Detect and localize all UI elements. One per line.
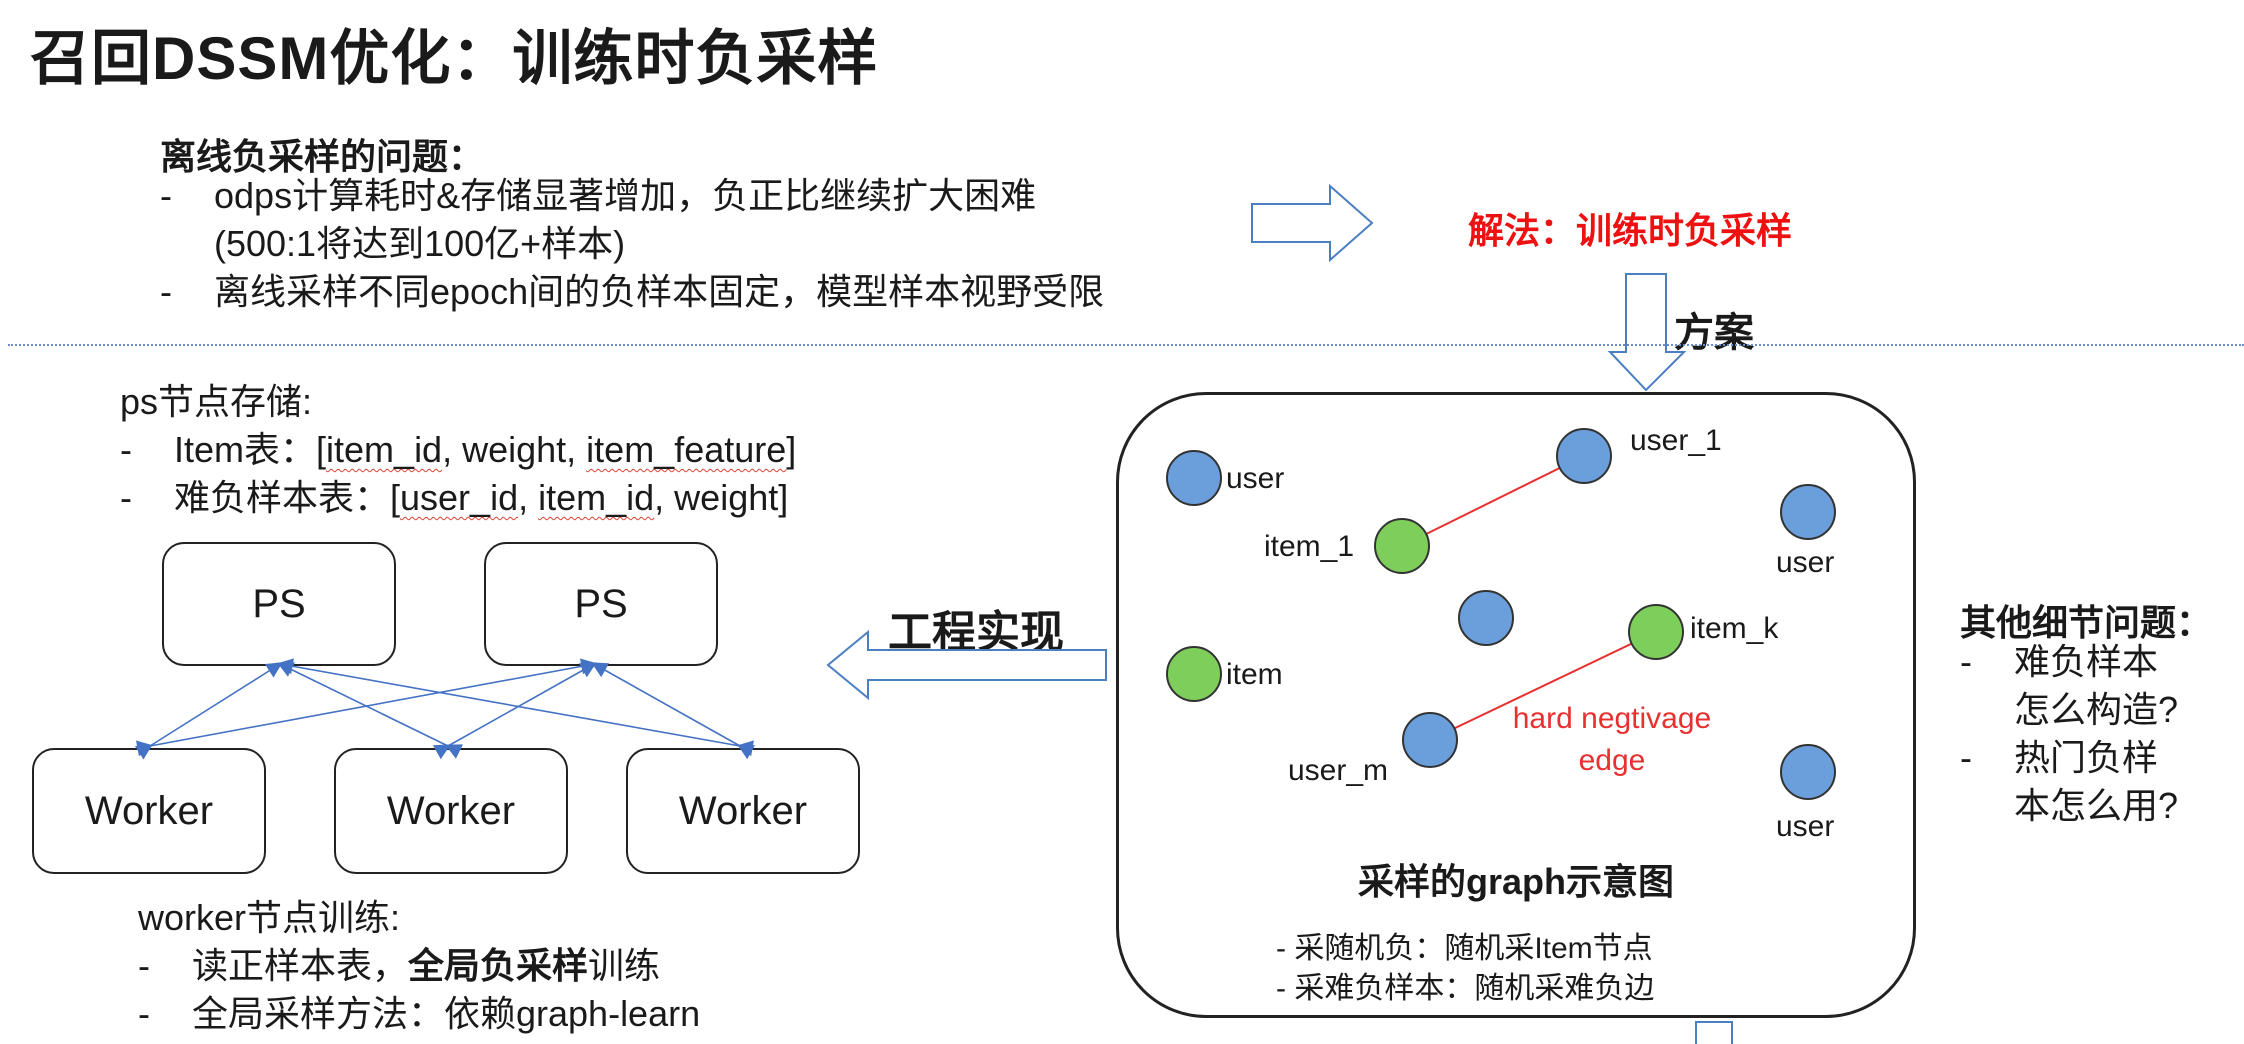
worker-item-2-text: 全局采样方法：依赖graph-learn (192, 993, 701, 1034)
node-label-user-a: user (1226, 462, 1284, 495)
worker-training-heading: worker节点训练: (138, 897, 401, 938)
edge-label-line1: hard negtivage (1513, 702, 1712, 735)
problem-item-1-line1: odps计算耗时&存储显著增加，负正比继续扩大困难 (214, 175, 1037, 216)
ps-item-suffix: ] (786, 429, 797, 470)
worker-training-block: worker节点训练: - 读正样本表，全局负采样训练 - 全局采样方法：依赖g… (138, 894, 700, 1038)
ps-node-2: PS (484, 542, 718, 666)
worker-item-bold: 全局负采样 (408, 945, 589, 986)
ps-item-key2: item_id (538, 477, 655, 518)
ps-storage-heading: ps节点存储: (120, 381, 313, 422)
ps-item-key1: item_id (326, 429, 443, 470)
problem-item-1-line2: (500:1将达到100亿+样本) (214, 223, 626, 264)
bullet-dash: - (138, 993, 150, 1034)
bullet-dash: - (138, 945, 150, 986)
node-user-center (1458, 590, 1514, 646)
bullet-dash: - (160, 271, 172, 312)
edge-w2-ps2 (432, 662, 597, 760)
plan-label: 方案 (1674, 311, 1754, 355)
graph-edge-user1-item1 (1401, 455, 1585, 547)
bullet-dash: - (120, 477, 132, 518)
other-details-heading: 其他细节问题： (1960, 602, 2213, 643)
section-divider (8, 344, 2244, 346)
worker-training-item-1: - 读正样本表，全局负采样训练 (138, 942, 700, 990)
right-arrow-icon (1251, 184, 1374, 262)
node-label-user-c: user (1776, 810, 1834, 843)
problem-item-1: - odps计算耗时&存储显著增加，负正比继续扩大困难 (500:1将达到100… (160, 172, 1240, 268)
bullet-dash: - (1960, 641, 1972, 682)
ps-item-mid: , (518, 477, 539, 518)
edge-w2-ps1 (277, 662, 464, 759)
graph-panel (1116, 392, 1916, 1018)
graph-edge-userm-itemk (1429, 631, 1657, 741)
node-user-b (1780, 484, 1836, 540)
other-details-item-1: - 难负样本 怎么构造? (1960, 638, 2178, 734)
node-label-item-1: item_1 (1264, 530, 1354, 563)
ps-item-mid: , weight, (442, 429, 587, 470)
bottom-arrow-stub-icon (1695, 1021, 1733, 1044)
ps-storage-item-2: - 难负样本表：[user_id, item_id, weight] (120, 474, 796, 522)
ps-item-prefix: Item表：[ (174, 429, 327, 470)
problem-heading: 离线负采样的问题： (160, 136, 485, 177)
node-label-item-a: item (1226, 658, 1283, 691)
other-item-1-line2: 怎么构造? (2014, 689, 2179, 730)
node-label-user-1: user_1 (1630, 424, 1722, 457)
edge-w3-ps1 (276, 658, 755, 757)
other-item-2-line1: 热门负样 (2014, 737, 2159, 778)
edge-label-line2: edge (1579, 744, 1646, 777)
node-item-1 (1374, 518, 1430, 574)
worker-node-3: Worker (626, 748, 860, 874)
problem-item-2: - 离线采样不同epoch间的负样本固定，模型样本视野受限 (160, 268, 1240, 316)
worker-item-pre: 读正样本表， (192, 945, 409, 986)
worker-node-2: Worker (334, 748, 568, 874)
bullet-dash: - (1960, 737, 1972, 778)
node-user-a (1166, 450, 1222, 506)
problem-list: - odps计算耗时&存储显著增加，负正比继续扩大困难 (500:1将达到100… (160, 172, 1240, 316)
other-details-list: - 难负样本 怎么构造? - 热门负样 本怎么用? (1960, 638, 2178, 830)
other-item-1-line1: 难负样本 (2014, 641, 2159, 682)
node-user-1 (1556, 428, 1612, 484)
other-details-item-2: - 热门负样 本怎么用? (1960, 734, 2178, 830)
bullet-dash: - (120, 429, 132, 470)
node-label-item-k: item_k (1690, 612, 1779, 645)
page-title: 召回DSSM优化：训练时负采样 (30, 25, 879, 92)
down-arrow-icon (1608, 273, 1687, 392)
cluster-edges (134, 658, 756, 760)
other-item-2-line2: 本怎么用? (2014, 785, 2179, 826)
node-item-k (1628, 604, 1684, 660)
graph-note-1: - 采随机负：随机采Item节点 (1276, 932, 1653, 965)
node-user-c (1780, 744, 1836, 800)
solution-label: 解法：训练时负采样 (1468, 210, 1793, 251)
ps-item-key2: item_feature (586, 429, 787, 470)
ps-item-suffix: , weight] (654, 477, 789, 518)
problem-item-2-line1: 离线采样不同epoch间的负样本固定，模型样本视野受限 (214, 271, 1105, 312)
graph-caption: 采样的graph示意图 (1358, 861, 1674, 902)
node-user-m (1402, 712, 1458, 768)
node-item-a (1166, 646, 1222, 702)
edge-w3-ps2 (591, 662, 756, 760)
left-arrow-icon (826, 629, 1107, 701)
edge-w1-ps2 (135, 658, 598, 757)
node-label-user-b: user (1776, 546, 1834, 579)
node-label-user-m: user_m (1288, 754, 1388, 787)
ps-item-prefix: 难负样本表：[ (174, 477, 401, 518)
ps-storage-item-1: - Item表：[item_id, weight, item_feature] (120, 426, 796, 474)
engineering-label: 工程实现 (888, 608, 1064, 657)
sample-graph: user user_1 user item_1 item_k item user… (1166, 424, 1836, 1005)
worker-training-item-2: - 全局采样方法：依赖graph-learn (138, 990, 700, 1038)
bullet-dash: - (160, 175, 172, 216)
worker-item-post: 训练 (588, 945, 661, 986)
ps-storage-block: ps节点存储: - Item表：[item_id, weight, item_f… (120, 378, 796, 522)
ps-item-key1: user_id (400, 477, 519, 518)
graph-note-2: - 采难负样本：随机采难负边 (1276, 972, 1654, 1005)
